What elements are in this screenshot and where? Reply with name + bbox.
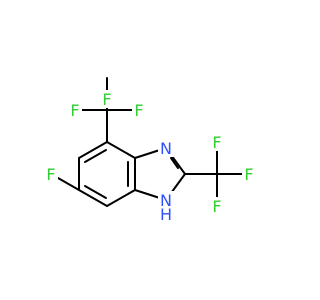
nitrogen-label: N	[160, 191, 172, 210]
fluorine-label: F	[70, 101, 79, 120]
bond-c7-c7a	[106, 189, 136, 207]
benzimidazole-structure: F F F F F F F N N H	[44, 77, 256, 224]
fluorine-label: F	[244, 165, 253, 184]
bond-c6-c7	[78, 189, 108, 207]
fluorine-label: F	[46, 165, 55, 184]
bond-c4-c5-double	[84, 149, 107, 163]
fluorine-label: F	[134, 101, 143, 120]
atom-label-layer: F F F F F F F N N H	[44, 90, 256, 224]
nitrogen-label: N	[160, 139, 172, 158]
bond-c6-c7-double	[84, 185, 107, 199]
bond-n3-c2-double	[170, 157, 179, 169]
fluorine-label: F	[102, 90, 111, 109]
fluorine-label: F	[212, 197, 221, 216]
bond-c3a-c4	[106, 141, 136, 159]
bond-c4-c5	[78, 141, 108, 159]
fluorine-label: F	[212, 133, 221, 152]
hydrogen-label: H	[160, 205, 172, 224]
